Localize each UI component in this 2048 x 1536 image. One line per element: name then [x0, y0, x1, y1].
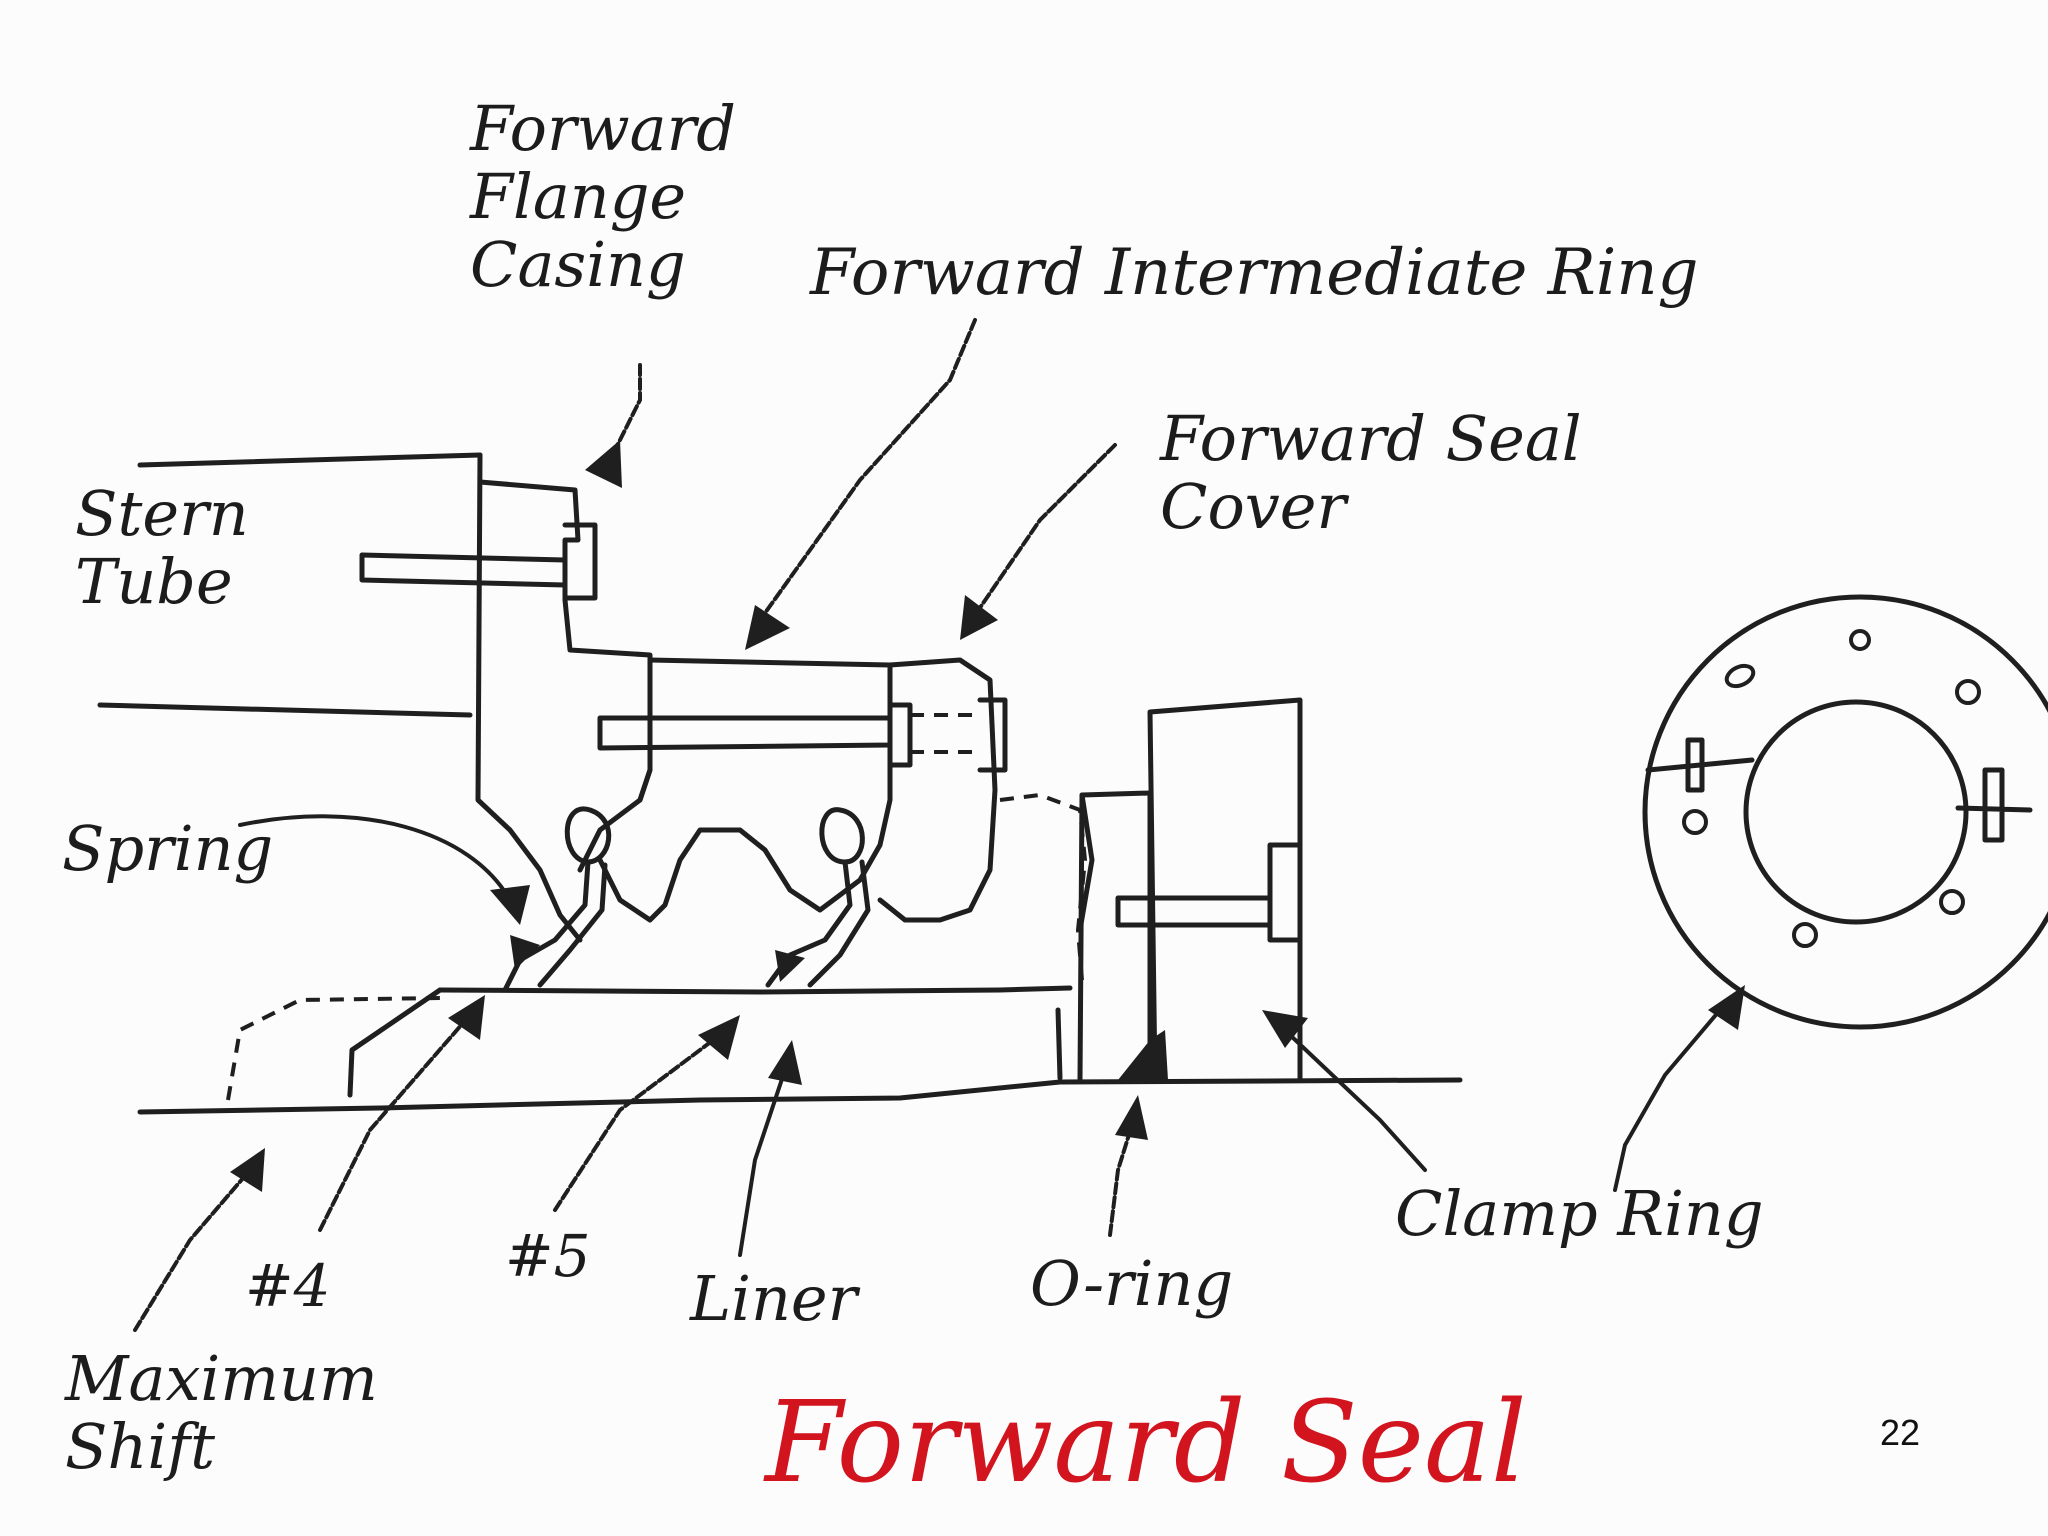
maximum-shift-dashed: [226, 996, 441, 1101]
liner-left-edge: [347, 987, 443, 1098]
stern-tube-top: [137, 452, 483, 468]
arrow-clamp-ring-view: [1613, 1008, 1722, 1192]
slide-title: Forward Seal: [765, 1378, 1527, 1508]
label-clamp-ring: Clamp Ring: [1395, 1177, 1764, 1250]
arrow-number-5: [553, 1033, 722, 1212]
label-number-5: #5: [505, 1222, 591, 1290]
label-o-ring: O-ring: [1030, 1247, 1234, 1320]
label-forward-seal-cover: Forward Seal Cover: [1160, 402, 1582, 544]
spring-2: [819, 807, 865, 865]
shaft-line: [137, 1077, 1463, 1115]
label-cover: Cover: [1160, 470, 1347, 544]
o-ring-shape: [1118, 1030, 1168, 1080]
arrow-clamp-ring: [1288, 1033, 1427, 1172]
label-tube: Tube: [75, 545, 233, 619]
intermediate-ring: [597, 657, 893, 923]
arrow-intermediate-ring: [758, 318, 977, 622]
label-flange: Flange: [470, 160, 687, 234]
stern-tube-bottom: [97, 702, 473, 718]
flange-bolt: [359, 552, 568, 588]
flange-casing-top: [477, 479, 653, 873]
clamp-ring-end-view: [1642, 594, 2048, 1030]
arrow-spring: [238, 814, 512, 902]
arrow-maximum-shift: [133, 1168, 252, 1332]
label-shift: Shift: [65, 1410, 216, 1484]
arrow-seal-cover: [973, 443, 1117, 617]
label-casing: Casing: [470, 228, 686, 302]
label-maximum: Maximum: [65, 1342, 378, 1415]
clamp-bolt: [1115, 895, 1273, 928]
label-forward-intermediate-ring: Forward Intermediate Ring: [810, 236, 1699, 310]
label-spring: Spring: [62, 812, 274, 885]
spring-1-body: [502, 859, 608, 993]
label-number-4: #4: [245, 1252, 331, 1320]
label-forward-flange-casing: Forward Flange Casing: [470, 92, 736, 302]
arrow-o-ring: [1108, 1123, 1134, 1237]
arrow-number-4: [318, 1013, 472, 1232]
label-forward-seal: Forward Seal: [1160, 402, 1582, 475]
label-maximum-shift: Maximum Shift: [65, 1342, 378, 1484]
seal-housing-dashed: [999, 792, 1088, 981]
arrow-liner: [738, 1068, 787, 1257]
housing-step: [1055, 790, 1153, 1083]
label-liner: Liner: [690, 1262, 858, 1335]
seal-cover: [877, 657, 998, 923]
label-stern: Stern: [75, 477, 249, 550]
page-number: 22: [1880, 1412, 1921, 1453]
liner-top-line: [437, 985, 1073, 995]
cover-bolt: [597, 715, 893, 751]
flange-casing-body: [475, 452, 583, 943]
label-forward: Forward: [470, 92, 736, 165]
label-stern-tube: Stern Tube: [75, 477, 249, 619]
